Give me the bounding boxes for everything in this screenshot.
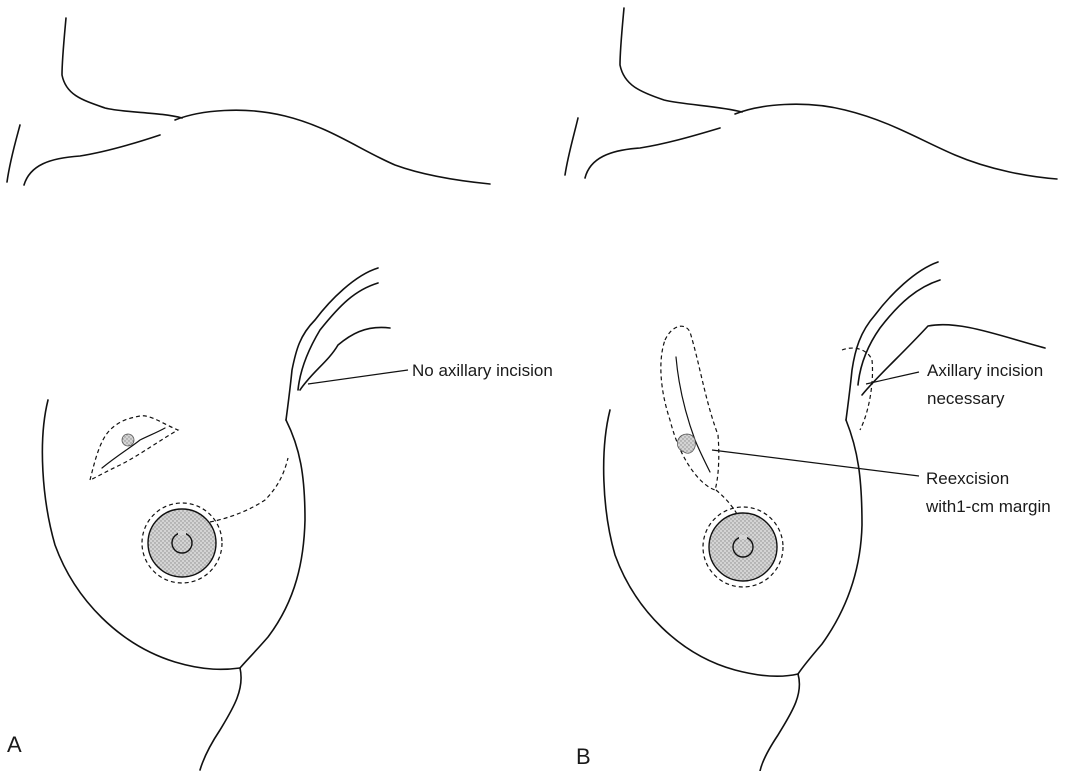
panel-a-areola bbox=[142, 503, 222, 583]
panel-letter-b: B bbox=[576, 744, 591, 769]
callout-reexcision: Reexcision with1-cm margin bbox=[712, 450, 1051, 516]
panel-b-lesion bbox=[677, 434, 695, 453]
panel-b-shoulder-outline bbox=[565, 8, 1057, 179]
panel-a: No axillary incision A bbox=[7, 18, 553, 770]
panel-letter-a: A bbox=[7, 732, 22, 757]
callout-label-margin: with1-cm margin bbox=[925, 497, 1051, 516]
callout-label-no-axillary-incision: No axillary incision bbox=[412, 361, 553, 380]
panel-a-incision bbox=[90, 416, 178, 480]
panel-a-shoulder-outline bbox=[7, 18, 490, 185]
panel-a-lesion bbox=[122, 434, 134, 446]
panel-b-breast-outline bbox=[604, 262, 1045, 771]
callout-no-axillary-incision: No axillary incision bbox=[308, 361, 553, 384]
panel-b-areola bbox=[703, 507, 783, 587]
callout-axillary-incision-necessary: Axillary incision necessary bbox=[866, 361, 1043, 408]
callout-label-axillary-incision: Axillary incision bbox=[927, 361, 1043, 380]
callout-label-necessary: necessary bbox=[927, 389, 1005, 408]
panel-b-reexcision bbox=[661, 326, 738, 516]
panel-a-tunnel-path bbox=[210, 458, 288, 522]
panel-b: Axillary incision necessary Reexcision w… bbox=[565, 8, 1057, 771]
panel-a-breast-outline bbox=[42, 268, 390, 770]
callout-label-reexcision: Reexcision bbox=[926, 469, 1009, 488]
